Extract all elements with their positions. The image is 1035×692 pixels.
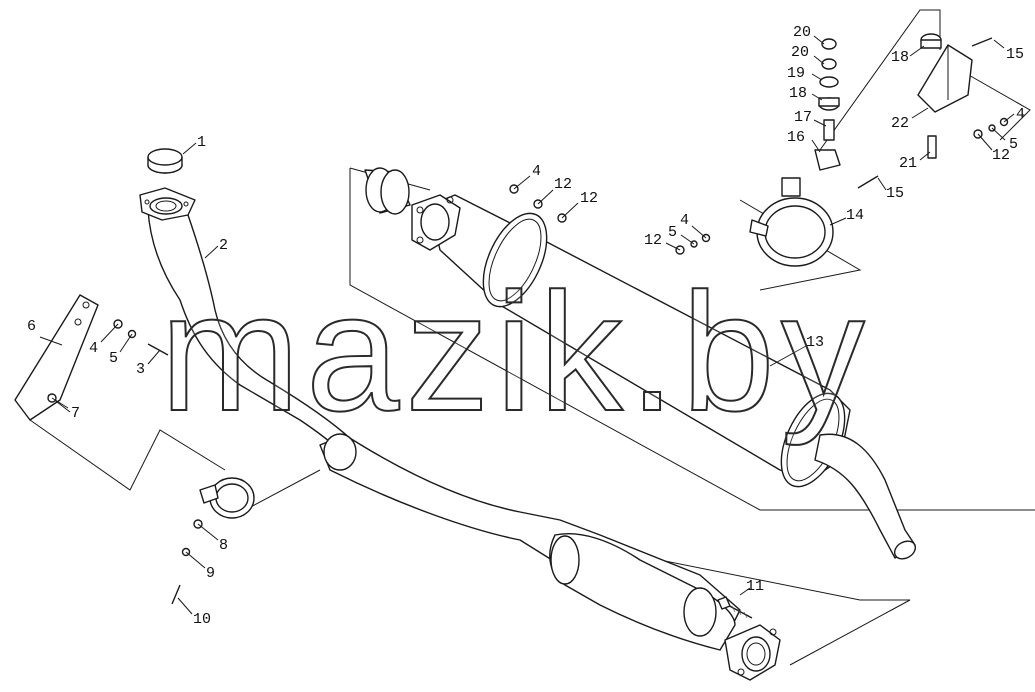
callout-11: 11: [746, 578, 765, 595]
callout-22: 22: [891, 115, 910, 132]
callout-10: 10: [193, 611, 212, 628]
callout-19: 19: [787, 65, 806, 82]
callout-15b: 15: [1006, 46, 1025, 63]
callout-20a: 20: [791, 44, 810, 61]
flange-bolt: [717, 596, 753, 619]
callout-18b: 18: [891, 49, 910, 66]
callout-9: 9: [206, 565, 216, 582]
callout-12a: 12: [554, 176, 573, 193]
callout-12c: 12: [644, 232, 663, 249]
callout-13: 13: [806, 334, 825, 351]
callout-5b: 5: [668, 224, 678, 241]
callout-4b: 4: [532, 163, 542, 180]
callout-4c: 4: [680, 212, 690, 229]
callout-6: 6: [27, 318, 37, 335]
callout-8: 8: [219, 537, 229, 554]
pipe-clamp: [199, 477, 255, 519]
callout-18a: 18: [789, 85, 808, 102]
fasteners: [47, 37, 1009, 605]
intermediate-pipe-catalyst: [319, 433, 781, 681]
callout-12b: 12: [580, 190, 599, 207]
callout-1: 1: [197, 134, 207, 151]
callout-4d: 4: [1016, 106, 1026, 123]
upper-bracket: [917, 44, 973, 159]
leader-lines: [39, 35, 1015, 615]
callout-14: 14: [846, 207, 865, 224]
muffler-clamp: [749, 177, 834, 267]
callout-5c: 5: [1009, 136, 1019, 153]
callout-4a: 4: [89, 340, 99, 357]
callout-2: 2: [219, 237, 229, 254]
callout-5a: 5: [109, 350, 119, 367]
hanger-assembly: [814, 33, 942, 171]
callout-20b: 20: [793, 24, 812, 41]
callout-21: 21: [899, 155, 918, 172]
callout-12d: 12: [992, 147, 1011, 164]
callout-15a: 15: [886, 185, 905, 202]
inlet-sleeve: [364, 167, 411, 215]
gasket: [147, 148, 183, 174]
callout-7: 7: [71, 405, 81, 422]
pipe-bracket: [14, 294, 99, 421]
callout-3: 3: [136, 361, 146, 378]
callout-16: 16: [787, 129, 806, 146]
callout-17: 17: [794, 109, 813, 126]
main-muffler: [411, 194, 917, 560]
front-exhaust-pipe: [139, 187, 353, 456]
assembly-frame-lines: [29, 9, 1035, 666]
